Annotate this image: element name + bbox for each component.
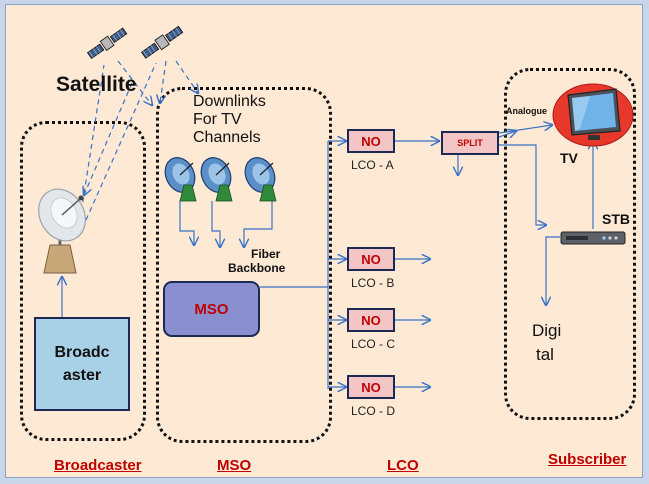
dish-antenna-icon xyxy=(244,157,277,202)
connector-arrow xyxy=(499,144,546,225)
downlinks-line-2: For TV xyxy=(193,111,242,128)
digital-line-1: Digi xyxy=(532,321,562,340)
no-box-d: NO xyxy=(347,375,395,399)
no-box-c: NO xyxy=(347,308,395,332)
connector-arrow xyxy=(211,201,220,247)
broadcaster-line-2: aster xyxy=(62,367,102,384)
diagram-canvas: Satellite Downlinks For TV Channels Fibe… xyxy=(5,4,643,478)
broadcaster-zone xyxy=(20,121,146,441)
section-label-lco: LCO xyxy=(387,457,419,474)
uplink-beam xyxy=(79,64,105,221)
lco-c-label: LCO - C xyxy=(351,337,396,351)
lco-a-label: LCO - A xyxy=(351,158,394,172)
digital-line-2: tal xyxy=(536,345,554,364)
tv-label: TV xyxy=(560,150,578,166)
connector-arrow xyxy=(244,201,273,247)
split-box: SPLIT xyxy=(441,131,499,155)
analogue-line xyxy=(498,131,516,137)
lco-d-label: LCO - D xyxy=(351,404,396,418)
downlinks-line-3: Channels xyxy=(193,129,261,146)
downlink-beam xyxy=(117,60,152,105)
no-box-b: NO xyxy=(347,247,395,271)
broadcaster-box: Broadc aster xyxy=(34,317,130,411)
connector-arrow xyxy=(546,236,560,305)
section-label-subscriber: Subscriber xyxy=(548,451,627,468)
mso-box: MSO xyxy=(163,281,260,337)
dish-antenna-icon xyxy=(164,157,197,202)
satellite-icon xyxy=(140,25,184,59)
uplink-beam xyxy=(85,62,157,221)
section-label-broadcaster: Broadcaster xyxy=(54,457,142,474)
tv-icon xyxy=(552,83,634,147)
satellite-label: Satellite xyxy=(56,73,137,96)
fiber-label: Fiber xyxy=(251,247,281,261)
downlink-beam xyxy=(84,82,133,195)
lco-b-label: LCO - B xyxy=(351,276,395,290)
no-box-a: NO xyxy=(347,129,395,153)
analogue-label: Analogue xyxy=(506,106,548,116)
subscriber-zone xyxy=(504,68,636,420)
analogue-line xyxy=(498,125,552,134)
backbone-label: Backbone xyxy=(228,261,286,275)
stb-label: STB xyxy=(602,211,630,227)
mso-zone xyxy=(156,87,332,443)
broadcaster-line-1: Broadc xyxy=(54,343,110,361)
satellite-icon xyxy=(86,27,128,60)
connector-arrow xyxy=(179,201,194,245)
downlink-beam xyxy=(175,60,198,93)
downlink-beam xyxy=(160,60,167,103)
dish-antenna-icon xyxy=(38,188,86,274)
section-label-mso: MSO xyxy=(217,457,252,474)
stb-icon xyxy=(560,231,626,245)
dish-antenna-icon xyxy=(200,157,233,202)
connector-layer xyxy=(6,60,642,477)
downlinks-line-1: Downlinks xyxy=(193,93,266,110)
